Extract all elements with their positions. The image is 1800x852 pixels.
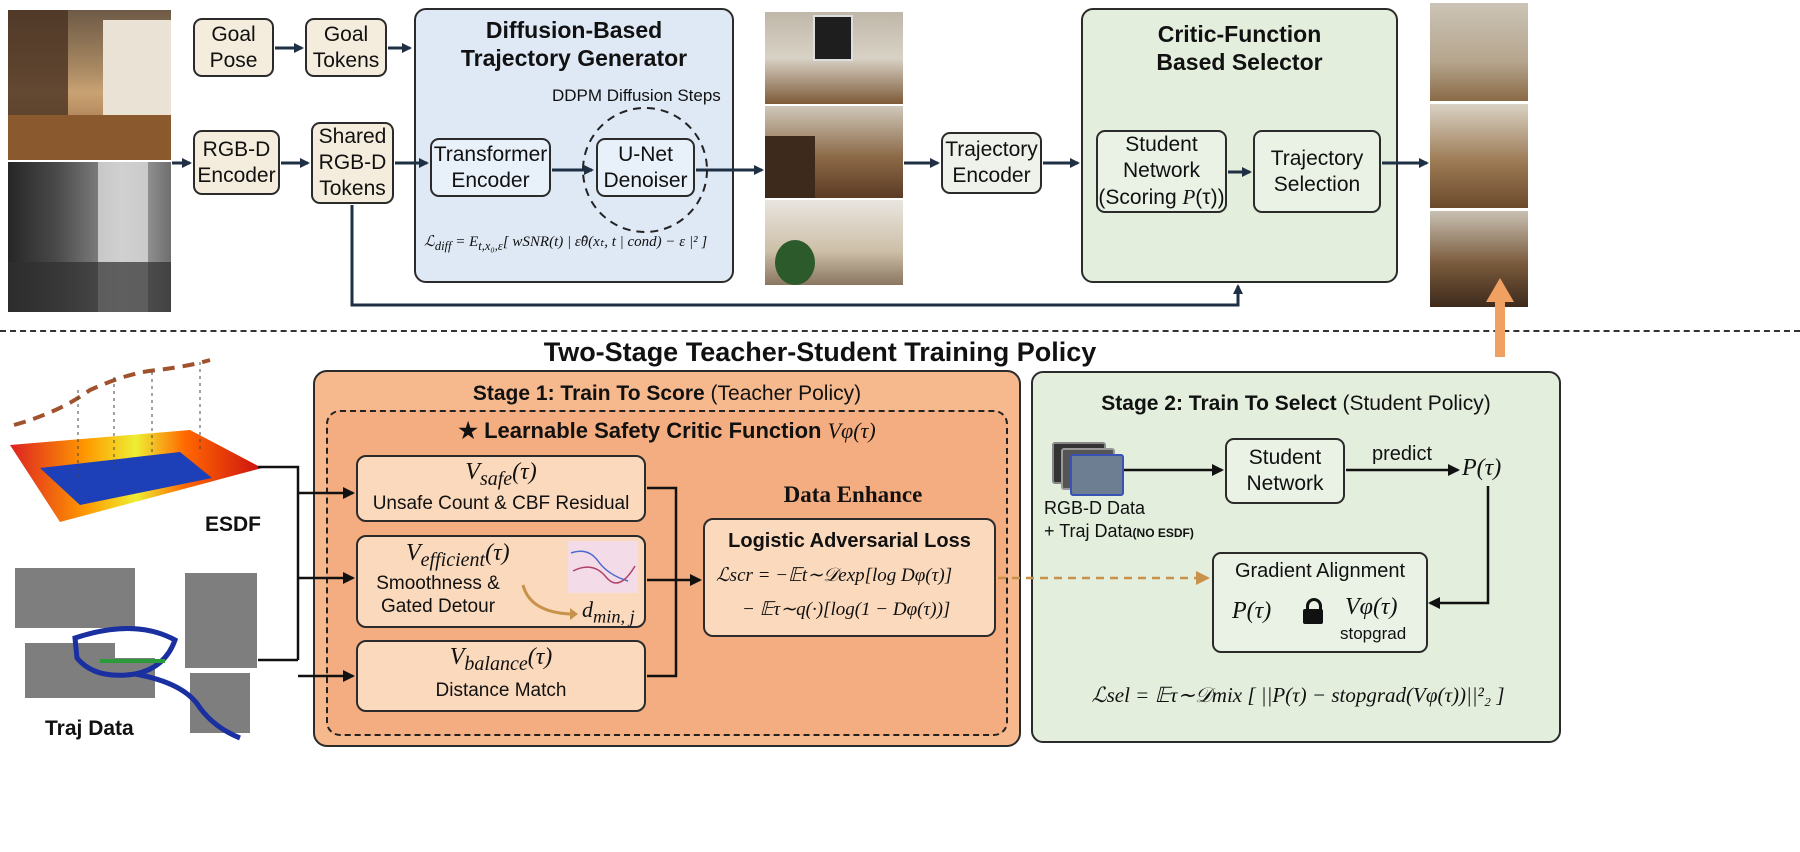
selected-photo-2 — [1430, 104, 1528, 208]
rgbd-stack-icon — [1052, 442, 1124, 496]
loss-lhs: ℒ — [424, 234, 435, 250]
adv-loss-line1: ℒscr = −𝔼t∼𝒟exp[log Dφ(τ)] — [716, 565, 953, 586]
traj-data-text: + Traj Data — [1044, 521, 1133, 541]
v-safe-letter: V — [465, 459, 480, 485]
student-network-label: Student Network — [1122, 133, 1201, 182]
dmin-sub: min, j — [593, 606, 635, 627]
dmin-arrow — [521, 584, 578, 620]
grad-v: Vφ(τ) — [1345, 594, 1398, 620]
goal-pose-box: Goal Pose — [193, 18, 274, 77]
esdf-path — [13, 358, 211, 427]
goal-tokens-box: Goal Tokens — [305, 18, 387, 77]
v-balance-desc: Distance Match — [435, 680, 567, 701]
selection-loss: ℒsel = 𝔼τ∼𝒟mix [ ||P(τ) − stopgrad(Vφ(τ)… — [1091, 683, 1505, 707]
student-network-box: Student Network (Scoring P(τ)) — [1096, 130, 1227, 213]
v-safe-arg: (τ) — [512, 459, 537, 485]
traj-photo-2 — [765, 106, 903, 198]
traj-map-obstacles — [15, 568, 257, 733]
stage2-title: Stage 2: Train To Select (Student Policy… — [1031, 392, 1561, 416]
v-eff-arg: (τ) — [485, 540, 510, 566]
loss-sub: diff — [434, 239, 452, 253]
esdf-drop-lines — [77, 362, 201, 480]
esdf-label: ESDF — [205, 513, 262, 536]
lock-icon — [1303, 598, 1323, 624]
stage2-title-bold: Stage 2: Train To Select — [1101, 392, 1337, 415]
data-enhance-label: Data Enhance — [783, 482, 923, 507]
v-safe-title: Vsafe(τ) — [356, 459, 646, 491]
trajectory-selection-box: Trajectory Selection — [1253, 130, 1381, 213]
unet-denoiser-box: U-Net Denoiser — [596, 138, 695, 197]
rgbd-encoder-box: RGB-D Encoder — [193, 130, 280, 195]
no-esdf-text: (NO ESDF) — [1132, 526, 1194, 540]
diffusion-title: Diffusion-Based Trajectory Generator — [460, 17, 688, 71]
stopgrad-label: stopgrad — [1340, 624, 1407, 643]
grad-p: P(τ) — [1232, 598, 1272, 624]
v-balance-box — [356, 640, 646, 712]
dmin-letter: d — [582, 597, 593, 622]
dmin-label: dmin, j — [582, 597, 635, 627]
v-safe-desc: Unsafe Count & CBF Residual — [372, 493, 630, 514]
critic-function-title: ★ Learnable Safety Critic Function Vφ(τ) — [326, 418, 1008, 444]
selected-photo-3 — [1430, 211, 1528, 307]
diffusion-loss: ℒdiff = Et,x₀,ε[ wSNR(t) | ε̂θ(xₜ, t | c… — [424, 232, 729, 254]
v-safe-sub: safe — [479, 467, 513, 490]
esdf-map — [10, 358, 262, 522]
critic-title: Critic-Function Based Selector — [1156, 21, 1323, 75]
selected-photo-1 — [1430, 3, 1528, 101]
traj-tail — [134, 671, 241, 741]
v-bal-letter: V — [449, 644, 465, 670]
stage2-student-box: Student Network — [1225, 438, 1345, 504]
arrow-tokens-feedback — [350, 205, 1243, 307]
scoring-prefix: (Scoring — [1098, 186, 1183, 209]
v-bal-arg: (τ) — [527, 644, 553, 670]
ddpm-loop — [582, 107, 708, 233]
gradient-alignment-title: Gradient Alignment — [1234, 560, 1406, 582]
loss-body: [ wSNR(t) | ε̂θ(xₜ, t | cond) − ε |² ] — [502, 234, 708, 250]
ddpm-label: DDPM Diffusion Steps — [552, 86, 721, 105]
stage2-title-rest: (Student Policy) — [1336, 392, 1491, 415]
scoring-suffix: (τ)) — [1195, 186, 1225, 209]
trajectory-encoder-box: Trajectory Encoder — [941, 132, 1042, 194]
v-eff-letter: V — [406, 540, 421, 566]
rgbd-data-label: RGB-D Data — [1044, 498, 1146, 518]
rgb-photo — [8, 10, 171, 160]
section-divider — [0, 330, 1800, 332]
traj-map — [15, 568, 257, 741]
traj-data-input-label: + Traj Data(NO ESDF) — [1044, 521, 1194, 542]
traj-photo-1 — [765, 12, 903, 104]
predict-label: predict — [1372, 443, 1433, 465]
scoring-var: P — [1182, 185, 1196, 209]
scoring-label: (Scoring P(τ)) — [1098, 184, 1224, 211]
v-safe-box — [356, 455, 646, 522]
esdf-free-space — [40, 452, 212, 505]
highlight-arrow-head — [1486, 278, 1514, 302]
v-efficient-title: Vefficient(τ) — [406, 540, 510, 572]
stage1-input-lines — [258, 465, 702, 682]
traj-photo-3 — [765, 200, 903, 285]
traj-data-label: Traj Data — [45, 717, 134, 740]
transformer-encoder-box: Transformer Encoder — [430, 138, 551, 197]
efficiency-plot — [568, 541, 638, 593]
stage1-title-bold: Stage 1: Train To Score — [472, 382, 705, 405]
critic-var: Vφ(τ) — [827, 418, 876, 443]
adv-loss-title: Logistic Adversarial Loss — [728, 530, 971, 552]
stage1-title-rest: (Teacher Policy) — [704, 382, 862, 405]
training-policy-title: Two-Stage Teacher-Student Training Polic… — [543, 337, 1097, 367]
stage2-lines — [1124, 464, 1490, 609]
critic-title-text: ★ Learnable Safety Critic Function — [458, 418, 828, 443]
loss-rhs: = E — [451, 234, 479, 250]
adv-loss-line2: − 𝔼τ∼q(·)[log(1 − Dφ(τ))] — [742, 599, 951, 620]
shared-tokens-box: Shared RGB-D Tokens — [311, 122, 394, 204]
v-eff-sub: efficient — [420, 548, 486, 571]
depth-photo — [8, 162, 171, 312]
adversarial-loss-box — [703, 518, 996, 637]
loss-rhs-sub: t,x₀,ε — [478, 239, 503, 253]
stage1-title: Stage 1: Train To Score (Teacher Policy) — [313, 382, 1021, 406]
v-efficient-desc: Smoothness & Gated Detour — [376, 573, 500, 617]
v-bal-sub: balance — [464, 652, 528, 675]
v-balance-title: Vbalance(τ) — [356, 644, 646, 676]
p-tau-output: P(τ) — [1462, 455, 1502, 481]
